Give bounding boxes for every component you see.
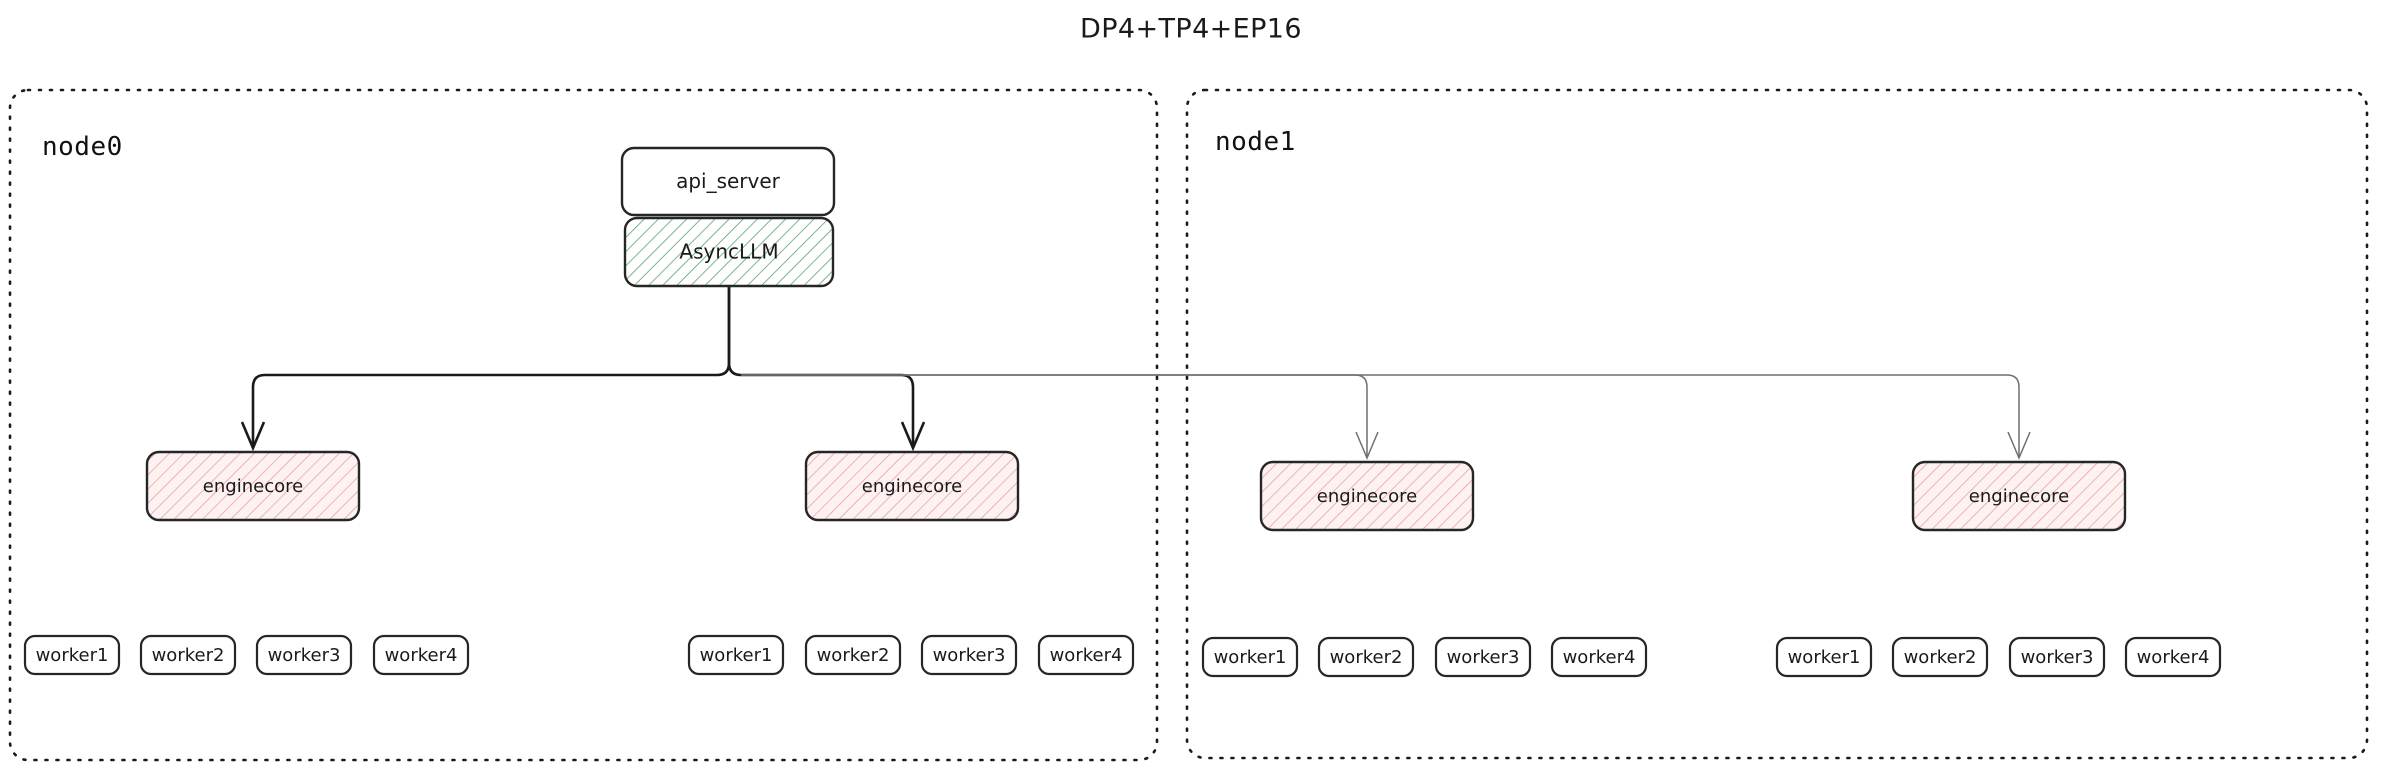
cluster-border-node0 bbox=[8, 88, 1159, 762]
box-shape-enginecore-n0-1 bbox=[804, 450, 1020, 522]
worker-label: worker1 bbox=[1788, 647, 1861, 668]
worker-label: worker4 bbox=[2137, 647, 2210, 668]
worker-box-shape bbox=[372, 634, 470, 676]
worker-label: worker3 bbox=[1447, 647, 1520, 668]
edge-to-enginecore-n1-0 bbox=[741, 374, 1368, 456]
worker-label: worker2 bbox=[817, 645, 890, 666]
worker-row-workers-n1-1: worker1 worker2 worker3 worker4 bbox=[1775, 636, 2222, 678]
worker-box[interactable]: worker2 bbox=[1891, 636, 1989, 678]
edge-to-enginecore-n1-1 bbox=[741, 374, 2020, 456]
box-label-api-server: api_server bbox=[676, 169, 781, 193]
cluster-node0: node0 bbox=[8, 88, 1159, 762]
box-enginecore-n1-0[interactable]: enginecore bbox=[1259, 460, 1475, 532]
worker-box[interactable]: worker1 bbox=[687, 634, 785, 676]
cluster-label-node1: node1 bbox=[1215, 127, 1296, 157]
box-shape-enginecore-n1-0 bbox=[1259, 460, 1475, 532]
edge-trunk-right-junction bbox=[727, 286, 742, 377]
box-label-enginecore-n1-0: enginecore bbox=[1317, 486, 1417, 507]
worker-box-shape bbox=[139, 634, 237, 676]
worker-label: worker4 bbox=[1050, 645, 1123, 666]
worker-row-workers-n0-0: worker1 worker2 worker3 worker4 bbox=[23, 634, 470, 676]
worker-box[interactable]: worker1 bbox=[1775, 636, 1873, 678]
worker-box-shape bbox=[255, 634, 353, 676]
box-enginecore-n0-0[interactable]: enginecore bbox=[145, 450, 361, 522]
worker-box-shape bbox=[804, 634, 902, 676]
box-enginecore-n1-1[interactable]: enginecore bbox=[1911, 460, 2127, 532]
worker-box-shape bbox=[1037, 634, 1135, 676]
worker-label: worker2 bbox=[1330, 647, 1403, 668]
worker-box[interactable]: worker1 bbox=[23, 634, 121, 676]
box-label-async-llm: AsyncLLM bbox=[679, 240, 778, 264]
arrowhead-to-enginecore-n0-0 bbox=[240, 421, 266, 452]
diagram-title: DP4+TP4+EP16 bbox=[1080, 14, 1302, 45]
worker-box-shape bbox=[920, 634, 1018, 676]
worker-label: worker2 bbox=[1904, 647, 1977, 668]
worker-box-shape bbox=[1317, 636, 1415, 678]
cluster-border-node1 bbox=[1185, 88, 2369, 760]
box-async-llm[interactable]: AsyncLLM bbox=[623, 216, 835, 288]
worker-box[interactable]: worker3 bbox=[1434, 636, 1532, 678]
arrowhead-to-enginecore-n0-1 bbox=[900, 421, 926, 452]
worker-box-shape bbox=[1775, 636, 1873, 678]
worker-box-shape bbox=[2008, 636, 2106, 678]
arrowhead-to-enginecore-n1-1 bbox=[2007, 431, 2031, 460]
worker-label: worker4 bbox=[1563, 647, 1636, 668]
worker-box[interactable]: worker4 bbox=[372, 634, 470, 676]
arrowhead-to-enginecore-n1-0 bbox=[1355, 431, 1379, 460]
worker-box-shape bbox=[2124, 636, 2222, 678]
worker-box[interactable]: worker4 bbox=[1037, 634, 1135, 676]
worker-label: worker4 bbox=[385, 645, 458, 666]
worker-label: worker1 bbox=[700, 645, 773, 666]
worker-box-shape bbox=[687, 634, 785, 676]
worker-box[interactable]: worker3 bbox=[255, 634, 353, 676]
box-label-enginecore-n0-0: enginecore bbox=[203, 476, 303, 497]
worker-box-shape bbox=[1434, 636, 1532, 678]
cluster-group: node0 node1 bbox=[8, 88, 2369, 762]
edge-trunk-left-junction bbox=[716, 286, 731, 377]
worker-label: worker3 bbox=[2021, 647, 2094, 668]
worker-box[interactable]: worker2 bbox=[139, 634, 237, 676]
box-shape-async-llm bbox=[623, 216, 835, 288]
worker-label: worker3 bbox=[933, 645, 1006, 666]
edge-group bbox=[240, 286, 2031, 460]
box-shape-enginecore-n1-1 bbox=[1911, 460, 2127, 532]
box-label-enginecore-n1-1: enginecore bbox=[1969, 486, 2069, 507]
edge-to-enginecore-n0-1 bbox=[741, 373, 915, 446]
worker-box-shape bbox=[1891, 636, 1989, 678]
worker-box[interactable]: worker4 bbox=[1550, 636, 1648, 678]
worker-label: worker1 bbox=[36, 645, 109, 666]
worker-label: worker1 bbox=[1214, 647, 1287, 668]
worker-row-workers-n1-0: worker1 worker2 worker3 worker4 bbox=[1201, 636, 1648, 678]
worker-box[interactable]: worker4 bbox=[2124, 636, 2222, 678]
worker-box[interactable]: worker2 bbox=[804, 634, 902, 676]
box-shape-api-server bbox=[620, 146, 836, 217]
worker-box[interactable]: worker2 bbox=[1317, 636, 1415, 678]
box-label-enginecore-n0-1: enginecore bbox=[862, 476, 962, 497]
box-enginecore-n0-1[interactable]: enginecore bbox=[804, 450, 1020, 522]
cluster-node1: node1 bbox=[1185, 88, 2369, 760]
cluster-label-node0: node0 bbox=[42, 132, 123, 162]
worker-label: worker2 bbox=[152, 645, 225, 666]
box-shape-enginecore-n0-0 bbox=[145, 450, 361, 522]
worker-label: worker3 bbox=[268, 645, 341, 666]
worker-box-shape bbox=[1201, 636, 1299, 678]
worker-box-shape bbox=[23, 634, 121, 676]
edge-to-enginecore-n0-0 bbox=[251, 373, 717, 446]
worker-box-shape bbox=[1550, 636, 1648, 678]
worker-row-workers-n0-1: worker1 worker2 worker3 worker4 bbox=[687, 634, 1135, 676]
worker-box[interactable]: worker1 bbox=[1201, 636, 1299, 678]
worker-box[interactable]: worker3 bbox=[920, 634, 1018, 676]
worker-box[interactable]: worker3 bbox=[2008, 636, 2106, 678]
box-api-server[interactable]: api_server bbox=[620, 146, 836, 217]
